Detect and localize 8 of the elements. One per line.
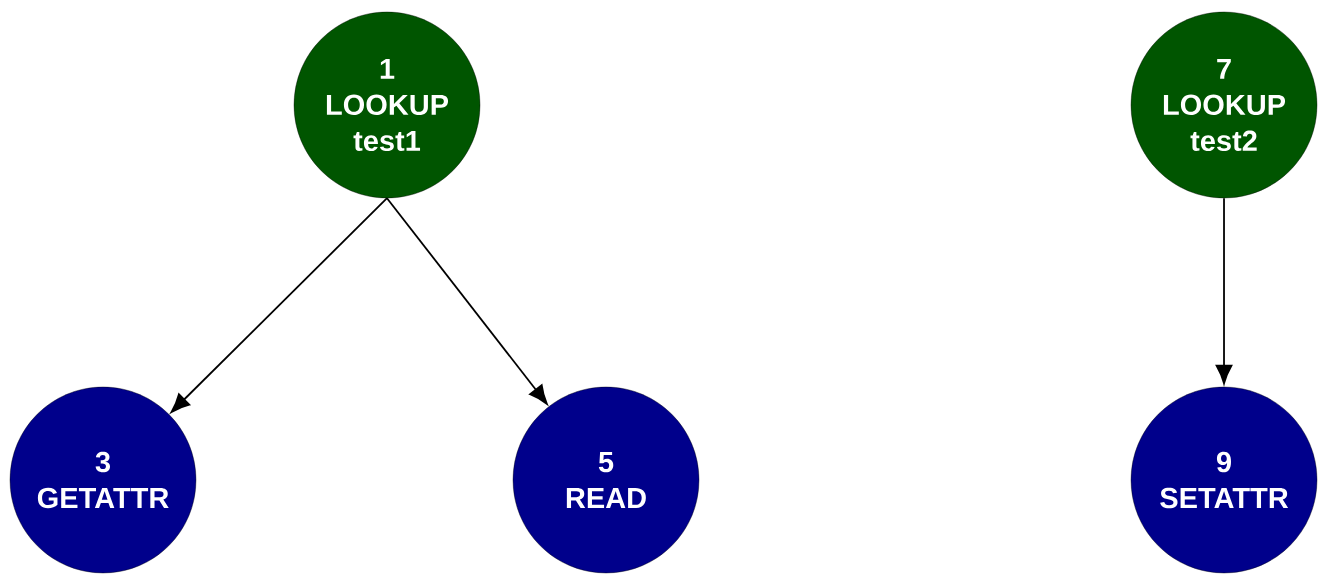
arrow (1215, 197, 1233, 385)
circle-node: 1 LOOKUP test1 (293, 11, 481, 199)
arrow (386, 197, 548, 405)
circle-node: 5 READ (512, 386, 700, 574)
arrow (170, 197, 388, 413)
circle-node: 3 GETATTR (9, 386, 197, 574)
circle-node: 9 SETATTR (1130, 386, 1318, 574)
circle-node: 7 LOOKUP test2 (1130, 11, 1318, 199)
